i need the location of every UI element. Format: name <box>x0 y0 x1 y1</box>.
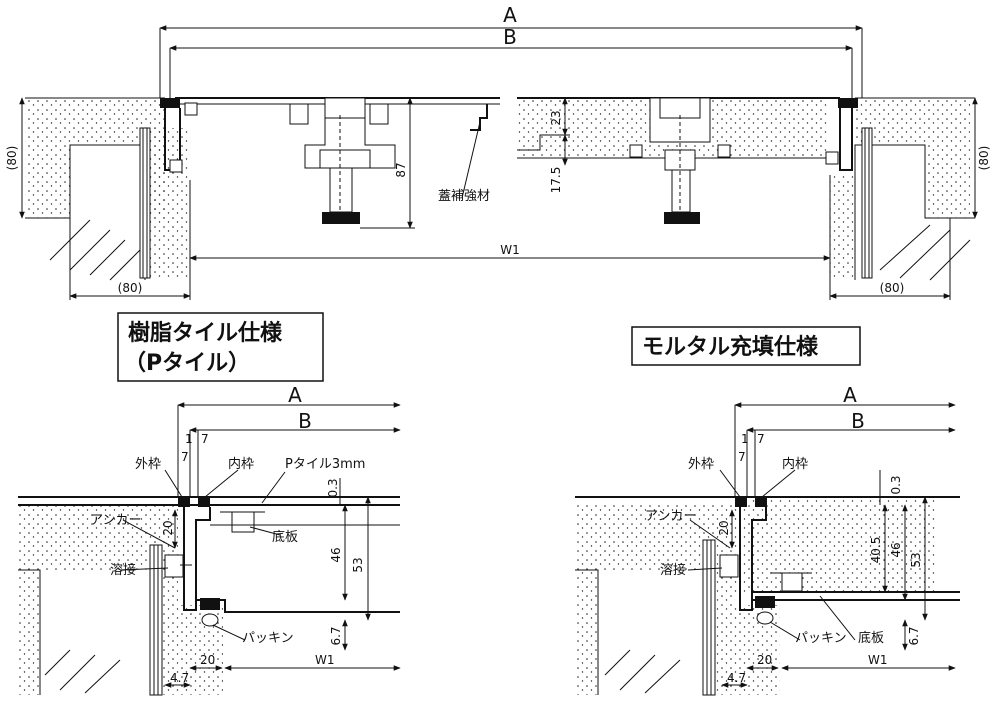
left-dim-1: 1 <box>185 432 193 446</box>
left-detail-drawing <box>18 496 400 696</box>
right-dim-1: 1 <box>741 432 749 446</box>
left-dim-4-7: 4.7 <box>170 671 189 685</box>
left-dim-b: B <box>298 409 312 433</box>
right-dim-46: 46 <box>889 542 903 557</box>
top-dim-23: 23 <box>549 110 563 125</box>
left-dim-a: A <box>288 383 302 407</box>
top-dim-17-5: 17.5 <box>549 167 563 194</box>
right-detail-dimensions <box>687 402 956 688</box>
top-dim-80-left: (80) <box>5 146 19 171</box>
top-dim-80-bottom-right: (80) <box>880 281 905 295</box>
top-dim-80-bottom-left: (80) <box>118 281 143 295</box>
top-dim-b: B <box>503 25 517 49</box>
left-dim-20-top: 20 <box>161 520 175 535</box>
left-title-line1: 樹脂タイル仕様 <box>128 320 283 346</box>
left-dim-7a: 7 <box>201 432 209 446</box>
right-label-anchor: アンカー <box>645 509 696 524</box>
right-label-packing: パッキン <box>795 631 847 646</box>
left-dim-46: 46 <box>329 547 343 562</box>
right-title: モルタル充填仕様 <box>642 334 819 360</box>
left-label-packing: パッキン <box>242 631 294 646</box>
left-dim-w1: W1 <box>315 653 335 667</box>
left-title-box <box>117 312 324 382</box>
left-label-ptile: Pタイル3mm <box>285 457 365 472</box>
left-dim-53: 53 <box>351 557 365 572</box>
top-dim-80-right: (80) <box>977 146 991 171</box>
right-label-outer-frame: 外枠 <box>688 457 714 472</box>
right-dim-7b: 7 <box>738 450 746 464</box>
right-dim-4-7: 4.7 <box>727 671 746 685</box>
right-dim-6-7: 6.7 <box>907 626 921 645</box>
right-label-base-plate: 底板 <box>858 630 884 646</box>
right-label-weld: 溶接 <box>660 562 686 578</box>
left-label-inner-frame: 内枠 <box>228 456 254 472</box>
top-dim-87: 87 <box>394 162 408 177</box>
right-dim-53: 53 <box>909 552 923 567</box>
right-dim-20-top: 20 <box>717 520 731 535</box>
left-dim-20-bottom: 20 <box>200 653 215 667</box>
right-label-inner-frame: 内枠 <box>782 456 808 472</box>
right-title-box <box>631 326 861 366</box>
left-dim-7b: 7 <box>181 450 189 464</box>
left-dim-6-7: 6.7 <box>329 626 343 645</box>
left-label-weld: 溶接 <box>110 562 136 578</box>
label-reinforcement: 蓋補強材 <box>438 189 490 204</box>
left-detail-dimensions <box>119 402 401 688</box>
top-dim-a: A <box>503 3 517 27</box>
right-dim-a: A <box>843 383 857 407</box>
top-dim-w1: W1 <box>500 243 520 257</box>
right-dim-7a: 7 <box>757 432 765 446</box>
left-dim-0-3: 0.3 <box>326 478 340 497</box>
left-title-line2: （Pタイル） <box>124 351 250 376</box>
right-dim-b: B <box>851 409 865 433</box>
left-label-outer-frame: 外枠 <box>135 457 161 472</box>
right-dim-20-bottom: 20 <box>757 653 772 667</box>
left-label-anchor: アンカー <box>90 513 141 528</box>
right-dim-0-3: 0.3 <box>889 475 903 494</box>
top-section-drawing <box>25 97 975 281</box>
top-dimensions <box>19 25 978 300</box>
left-label-base-plate: 底板 <box>272 529 298 545</box>
right-detail-drawing <box>575 496 960 696</box>
right-dim-w1: W1 <box>868 653 888 667</box>
right-dim-40-5: 40.5 <box>869 537 883 564</box>
